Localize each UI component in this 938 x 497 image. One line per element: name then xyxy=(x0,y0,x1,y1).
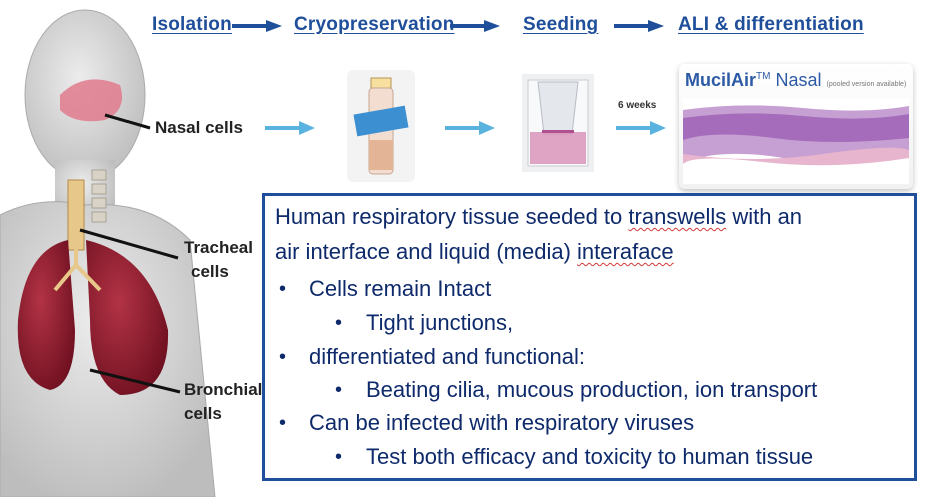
bullet-dot: • xyxy=(279,278,287,300)
bullet-cells-intact: Cells remain Intact xyxy=(309,276,492,301)
mucilair-title: MucilAirTM Nasal (pooled version availab… xyxy=(685,70,906,91)
transwell-image xyxy=(522,74,594,172)
step-seeding: Seeding xyxy=(523,14,599,35)
nasal-arrow-1 xyxy=(265,121,315,135)
bullet-tight-junctions: Tight junctions, xyxy=(366,310,514,335)
info-line-2-a: air interface and liquid (media) xyxy=(275,239,578,264)
bullet-dot: • xyxy=(335,446,343,468)
cryovial-image xyxy=(347,70,415,182)
trademark-sup: TM xyxy=(756,71,771,82)
info-line-1: Human respiratory tissue seeded to trans… xyxy=(275,204,802,230)
product-name: MucilAir xyxy=(685,70,757,90)
bullet-beating-cilia: Beating cilia, mucous production, ion tr… xyxy=(366,377,818,402)
nasal-arrow-3 xyxy=(616,121,666,135)
product-note: (pooled version available) xyxy=(826,81,907,88)
product-variant: Nasal xyxy=(770,70,822,90)
info-line-1-c: with an xyxy=(726,204,803,229)
bullet-dot: • xyxy=(279,346,287,368)
label-bronchial: Bronchial xyxy=(184,380,263,399)
process-arrow-3 xyxy=(614,20,664,32)
bullet-dot: • xyxy=(335,379,343,401)
step-isolation: Isolation xyxy=(152,14,232,35)
process-arrow-1 xyxy=(232,20,282,32)
label-nasal-cells: Nasal cells xyxy=(155,118,243,137)
step-cryopreservation: Cryopreservation xyxy=(294,14,455,35)
label-tracheal-cells: cells xyxy=(191,262,229,281)
step-ali-differentiation: ALI & differentiation xyxy=(678,14,864,35)
info-line-1-transwells: transwells xyxy=(628,204,727,229)
bullet-efficacy-toxicity: Test both efficacy and toxicity to human… xyxy=(366,444,814,469)
info-line-2-interaface: interaface xyxy=(577,239,674,264)
info-line-2: air interface and liquid (media) interaf… xyxy=(275,239,674,265)
label-bronchial-cells: cells xyxy=(184,404,222,423)
info-text-box: Human respiratory tissue seeded to trans… xyxy=(262,193,917,481)
bullet-infected-viruses: Can be infected with respiratory viruses xyxy=(309,410,695,435)
nasal-arrow-2 xyxy=(445,121,495,135)
info-line-1-a: Human respiratory tissue seeded to xyxy=(275,204,629,229)
bullet-dot: • xyxy=(279,412,287,434)
histology-image xyxy=(683,98,909,184)
bullet-dot: • xyxy=(335,312,343,334)
bullet-differentiated: differentiated and functional: xyxy=(309,344,586,369)
label-tracheal: Tracheal xyxy=(184,238,253,257)
six-weeks-label: 6 weeks xyxy=(618,100,657,111)
human-respiratory-anatomy-illustration xyxy=(0,9,216,497)
mucilair-nasal-card: MucilAirTM Nasal (pooled version availab… xyxy=(679,64,913,189)
process-arrow-2 xyxy=(450,20,500,32)
